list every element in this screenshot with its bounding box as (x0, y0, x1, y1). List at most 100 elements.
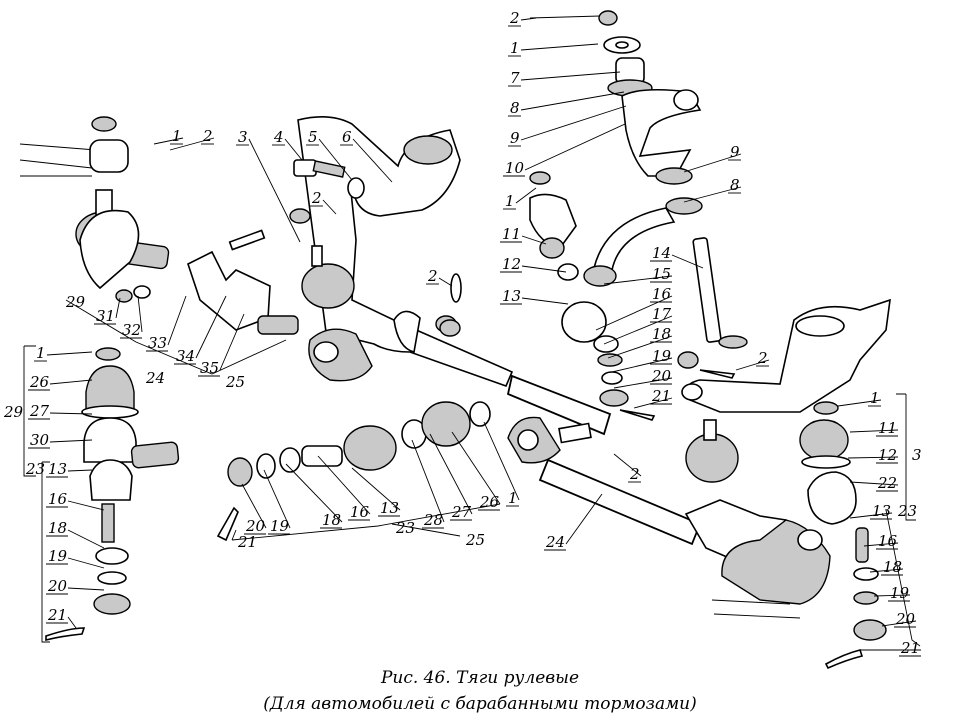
callout-label: 20 (651, 367, 672, 385)
callout-label: 2 (509, 9, 520, 27)
leader-line (483, 421, 520, 501)
callout-label: 8 (510, 99, 520, 117)
leader-line (241, 483, 267, 529)
leader-line (849, 512, 893, 519)
callout-label: 18 (652, 325, 671, 343)
callout-label: 26 (479, 493, 500, 511)
callout-label: 2 (757, 349, 768, 367)
leader-line (115, 297, 121, 319)
leader-line (520, 91, 625, 111)
callout-label: 20 (47, 577, 68, 595)
callout-label: 28 (423, 511, 443, 529)
callout-label: 13 (48, 460, 67, 478)
callout-label: 19 (270, 517, 290, 535)
center-ball-joint-exploded (216, 401, 491, 542)
callout-label: 9 (510, 129, 520, 147)
callout-label: 26 (29, 373, 50, 391)
callout-label: 13 (380, 499, 399, 517)
callout-label: 3 (912, 446, 922, 464)
leader-line (849, 481, 899, 486)
leader-line (46, 351, 93, 356)
leader-line (671, 254, 704, 269)
callout-label: 7 (510, 69, 520, 87)
callout-label: 10 (505, 159, 525, 177)
leader-line (352, 138, 393, 183)
leader-line (49, 379, 93, 385)
leader-line (565, 493, 603, 545)
leader-lines (28, 17, 921, 657)
leader-line (67, 500, 105, 511)
callout-label: 8 (730, 176, 740, 194)
callout-label: 21 (900, 639, 920, 657)
figure-caption-title: Рис. 46. Тяги рулевые (380, 668, 580, 688)
callout-label: 2 (427, 267, 438, 285)
callout-label: 18 (48, 519, 67, 537)
callout-label: 23 (395, 519, 415, 537)
callout-label: 25 (225, 373, 245, 391)
leader-line (195, 295, 227, 359)
bolt-and-washer (289, 159, 365, 224)
leader-line (881, 620, 917, 627)
callout-label: 19 (890, 584, 910, 602)
leader-line (837, 399, 882, 407)
left-tie-rod-end-upper (19, 116, 170, 303)
leader-line (611, 357, 673, 373)
leader-line (863, 542, 899, 547)
leader-line (137, 295, 143, 333)
leader-line (849, 429, 899, 433)
callout-label: 29 (65, 293, 86, 311)
callout-label: 1 (505, 192, 515, 210)
leader-line (318, 138, 353, 181)
leader-line (285, 463, 343, 523)
callout-label: 30 (30, 431, 50, 449)
callout-label: 35 (200, 359, 219, 377)
callout-label: 32 (122, 321, 141, 339)
leader-line (167, 295, 187, 346)
leader-line (438, 277, 453, 287)
right-ball-joint-stack (799, 401, 887, 670)
callout-label: 27 (29, 402, 50, 420)
callout-label: 2 (629, 465, 640, 483)
leader-line (67, 469, 93, 472)
leader-line (317, 455, 371, 515)
callout-label: 22 (877, 474, 897, 492)
leader-line (322, 199, 337, 215)
callout-label: 33 (148, 334, 167, 352)
leader-line (49, 439, 93, 443)
leader-line (49, 412, 93, 415)
right-tie-rod (507, 416, 831, 619)
leader-line (613, 453, 642, 477)
leader-line (67, 587, 105, 591)
callout-label: 19 (652, 347, 672, 365)
callout-label: 18 (322, 511, 341, 529)
callout-label: 16 (652, 285, 672, 303)
mid-small-parts (439, 171, 736, 421)
callout-label: 24 (545, 533, 565, 551)
leader-line (429, 433, 473, 515)
callout-label: 21 (237, 533, 257, 551)
callout-label: 6 (342, 128, 352, 146)
leader-line (521, 265, 567, 273)
left-ball-joint-stack (45, 347, 180, 642)
leader-line (219, 313, 245, 371)
callout-label: 12 (878, 446, 897, 464)
callout-label: 21 (651, 387, 671, 405)
leader-line (521, 297, 569, 305)
callout-label: 12 (502, 255, 521, 273)
leader-line (633, 397, 673, 409)
callout-label: 16 (878, 532, 898, 550)
callout-label: 20 (245, 517, 266, 535)
leader-line (67, 557, 105, 569)
callout-label: 16 (48, 490, 68, 508)
callout-label: 17 (652, 305, 672, 323)
leader-line (520, 43, 599, 51)
callout-label: 4 (273, 128, 284, 146)
leader-line (515, 187, 537, 204)
callout-label: 13 (872, 502, 891, 520)
grouping-brackets (23, 299, 921, 647)
leader-line (603, 315, 673, 345)
leader-line (873, 594, 911, 597)
callout-label: 16 (350, 503, 370, 521)
callout-label: 21 (47, 606, 67, 624)
